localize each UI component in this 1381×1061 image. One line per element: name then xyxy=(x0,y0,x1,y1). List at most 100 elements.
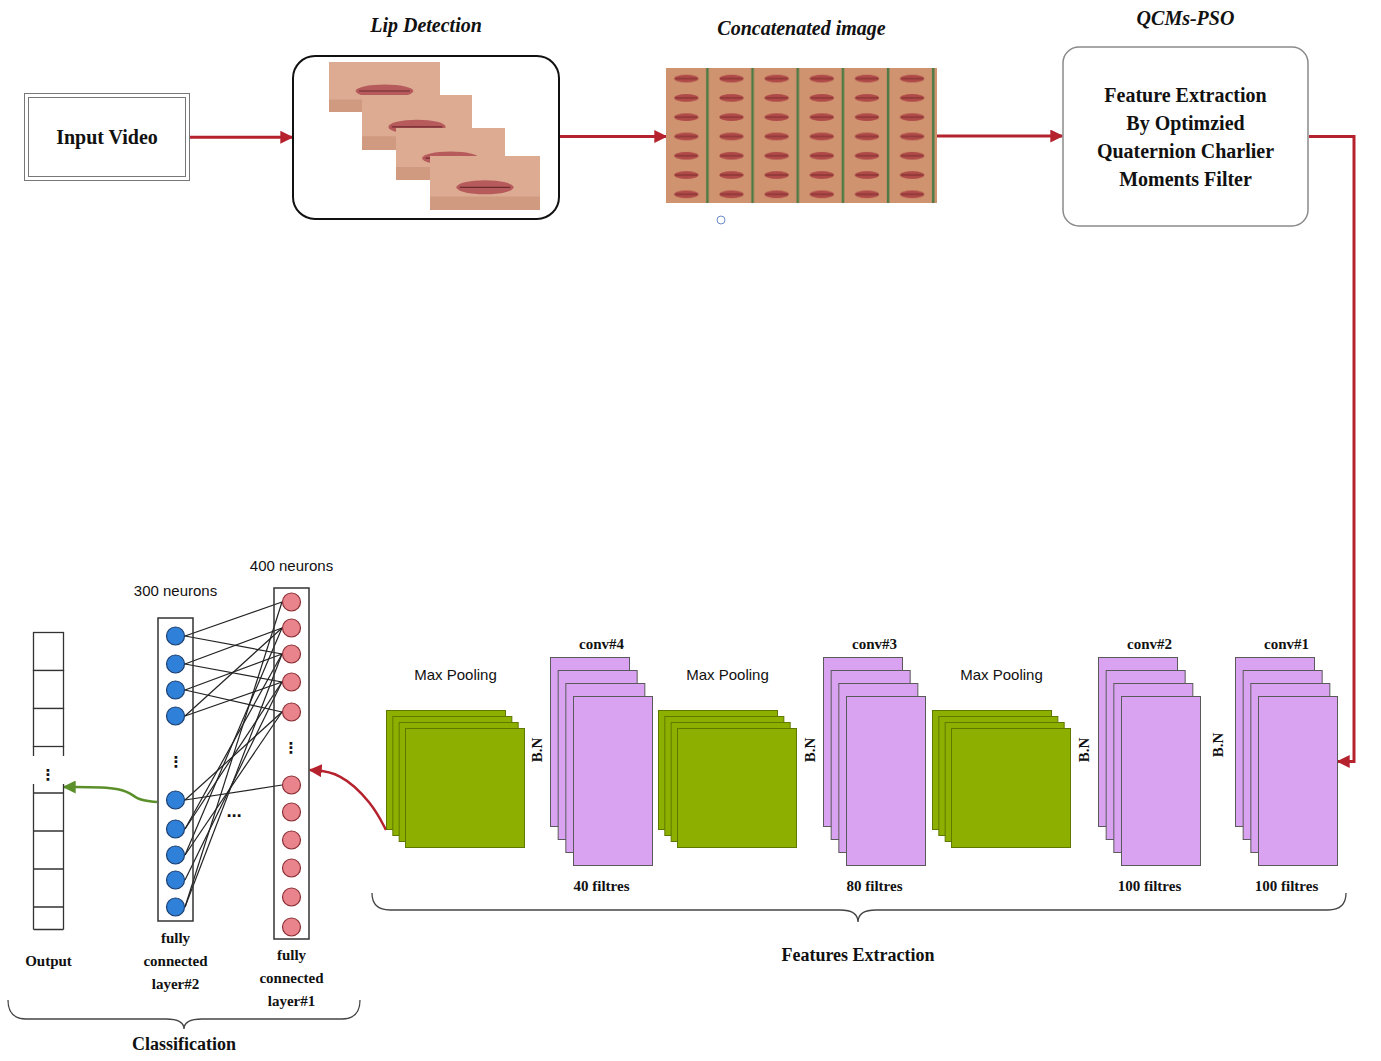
ellipsis-mark: ⋮ xyxy=(284,740,299,756)
mouth-line xyxy=(460,187,511,188)
section-title: Classification xyxy=(132,1034,236,1054)
flow-arrow xyxy=(1309,137,1354,762)
layer-name: Max Pooling xyxy=(386,666,525,684)
neuron xyxy=(167,846,185,864)
neuron xyxy=(283,859,301,877)
neuron-link xyxy=(185,602,282,907)
neuron xyxy=(283,888,301,906)
conv-layer: conv#2100 filtres xyxy=(1098,657,1201,866)
layer-outline xyxy=(274,588,309,939)
layer-name: conv#2 xyxy=(1098,635,1201,653)
neuron-links xyxy=(185,602,282,907)
feature-map xyxy=(847,697,926,866)
lip-detection-box-shape xyxy=(292,55,560,220)
layer-name: Max Pooling xyxy=(932,666,1071,684)
batch-norm-tag: B.N xyxy=(1075,738,1093,763)
process-box-shape xyxy=(1062,46,1309,227)
pooling-layer: Max Pooling xyxy=(932,710,1071,848)
process-box: QCMs-PSOFeature Extraction By Optimzied … xyxy=(1062,46,1309,227)
output-cell xyxy=(34,709,64,747)
feature-map xyxy=(1122,697,1201,866)
batch-norm-tag: B.N xyxy=(801,738,819,763)
box-outline xyxy=(1063,47,1308,226)
neuron xyxy=(167,871,185,889)
neuron-link xyxy=(185,628,282,855)
layer-name: fully connected layer#2 xyxy=(134,927,218,996)
flow-arrow xyxy=(310,770,386,830)
neuron xyxy=(283,703,301,721)
dense-layer: 400 neuronsfully connected layer#1 xyxy=(273,587,310,940)
lips xyxy=(456,180,513,194)
neuron xyxy=(283,776,301,794)
dense-layer-shape xyxy=(273,587,310,940)
image-grid xyxy=(666,68,937,203)
mouth-line xyxy=(392,126,443,127)
neuron-count: 400 neurons xyxy=(237,557,347,575)
neuron xyxy=(283,831,301,849)
conv-layer: conv#380 filtres xyxy=(823,657,926,866)
neuron-link xyxy=(185,636,282,654)
concatenated-image: Concatenated image xyxy=(666,68,937,203)
neuron xyxy=(167,791,185,809)
conv-layer-shape xyxy=(1098,657,1201,866)
pooling-layer-shape xyxy=(932,710,1071,848)
feature-map xyxy=(952,729,1071,848)
output-cell-lines xyxy=(34,746,64,930)
filter-count: 80 filtres xyxy=(823,877,926,895)
neuron xyxy=(283,593,301,611)
lip-photo xyxy=(430,156,540,210)
neuron xyxy=(167,820,185,838)
box-title: Input Video xyxy=(56,123,158,151)
conv-layer-shape xyxy=(550,657,653,866)
feature-map xyxy=(678,729,797,848)
flow-arrow xyxy=(190,136,292,139)
stage-heading: Lip Detection xyxy=(292,13,560,37)
pooling-layer-shape xyxy=(386,710,525,848)
conv-layer-shape xyxy=(823,657,926,866)
feature-map xyxy=(574,697,653,866)
flow-arrow xyxy=(560,135,666,138)
conv-layer: conv#440 filtres xyxy=(550,657,653,866)
neuron-link xyxy=(185,628,282,716)
neuron-link xyxy=(185,654,282,907)
neuron xyxy=(167,707,185,725)
output-cell xyxy=(34,671,64,709)
neuron xyxy=(283,803,301,821)
feature-map xyxy=(406,729,525,848)
neuron-link xyxy=(185,785,282,800)
layer-name: Output xyxy=(4,952,94,970)
layer-outline xyxy=(158,618,193,921)
concatenated-image-shape xyxy=(666,68,937,203)
feature-map xyxy=(1259,697,1338,866)
box-inner-outline xyxy=(29,98,186,177)
pooling-layer: Max Pooling xyxy=(658,710,797,848)
layer-name: fully connected layer#1 xyxy=(250,944,334,1013)
input-box: Input Video xyxy=(24,93,190,181)
layer-name: conv#4 xyxy=(550,635,653,653)
small-marker xyxy=(717,216,725,224)
conv-layer-shape xyxy=(1235,657,1338,866)
ellipsis-mark: ⋮ xyxy=(41,767,56,783)
neuron xyxy=(283,918,301,936)
lip-detection-box: Lip Detection xyxy=(292,55,560,220)
mouth-line xyxy=(359,90,410,91)
skin-shade xyxy=(430,197,540,211)
neuron xyxy=(167,681,185,699)
ellipsis-mark: ⋯ xyxy=(225,808,244,824)
pooling-layer-shape xyxy=(658,710,797,848)
neuron-link xyxy=(185,602,282,636)
neuron xyxy=(167,655,185,673)
output-cells xyxy=(34,633,64,930)
conv-layer: conv#1100 filtres xyxy=(1235,657,1338,866)
neuron-link xyxy=(185,712,282,855)
stage-heading: QCMs-PSO xyxy=(1062,6,1309,30)
stage-heading: Concatenated image xyxy=(666,16,937,40)
section-title: Features Extraction xyxy=(781,945,934,965)
ellipsis-mark: ⋮ xyxy=(169,754,184,770)
layer-name: conv#1 xyxy=(1235,635,1338,653)
output-cell xyxy=(34,633,64,671)
batch-norm-tag: B.N xyxy=(1209,733,1227,758)
skin xyxy=(430,156,540,210)
neuron xyxy=(167,627,185,645)
